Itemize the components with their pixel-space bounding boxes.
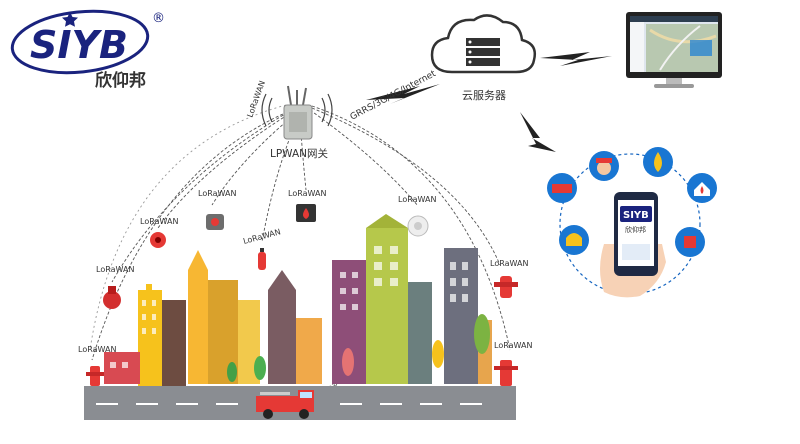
fire-hydrant-icon [494,276,518,298]
registered-mark: ® [152,11,165,26]
gateway-label: LPWAN网关 [270,147,329,160]
phone-app-sub: 欣仰邦 [625,225,646,234]
cloud-server-icon [430,14,536,74]
brand-logo: SIYB ® 欣仰邦 [10,9,165,91]
brand-chinese-name: 欣仰邦 [95,70,146,91]
fire-valve-icon [103,286,121,309]
fire-alert-icon [675,227,705,257]
logo-wordmark: SIYB [30,23,128,67]
trees [227,314,490,382]
alarm-light-icon [559,225,589,255]
firefighter-icon [589,151,619,181]
sensor-label: LoRaWAN [96,265,134,274]
sensor-label: LoRaWAN [140,217,178,226]
network-link-label: GRRS/3G/4G/Internet [349,69,438,123]
fire-hydrant-icon [494,360,518,386]
sensor-label: LoRaWAN [198,189,236,198]
fire-extinguisher-icon [258,248,266,270]
phone-app-logo: SIYB [623,210,649,221]
cloud-label: 云服务器 [462,89,506,102]
smoke-detector-icon [407,215,429,237]
house-fire-icon [687,173,717,203]
fire-bell-icon [150,232,166,248]
flame-icon [643,147,673,177]
fire-hydrant-icon [86,366,104,386]
lightning-icon [366,84,440,104]
fire-alarm-panel-icon [296,204,316,222]
monitor-icon [626,12,722,88]
sensor-label: LoRaWAN [490,259,528,268]
lightning-icon [520,112,556,152]
lora-links [89,104,511,361]
fire-truck-icon [547,173,577,203]
smartphone-icon: SIYB 欣仰邦 [614,192,658,276]
fire-truck-icon [256,390,314,419]
sensor-label: LoRaWAN [398,195,436,204]
sensor-label: LoRaWAN [242,227,281,246]
building-windows [110,246,468,368]
star-icon [62,12,78,27]
sensor-label: LoRaWAN [494,341,532,350]
sensor-label: LoRaWAN [288,189,326,198]
lightning-icon [540,52,612,66]
sensor-label: LoRaWAN [78,345,116,354]
city-skyline [104,214,492,386]
router-icon [261,85,333,140]
smoke-detector-icon [206,214,224,230]
